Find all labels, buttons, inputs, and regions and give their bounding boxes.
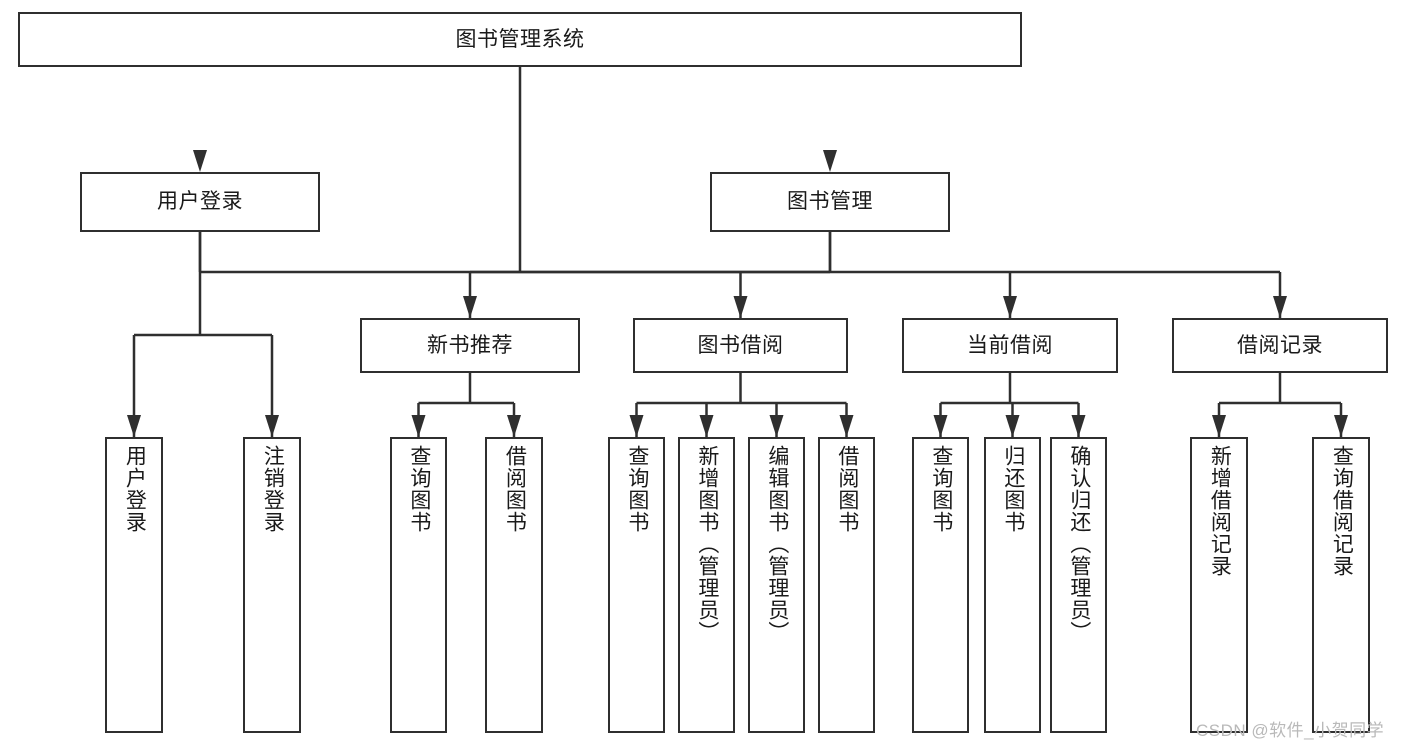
node-label: 归还图书 — [1001, 445, 1025, 533]
node-label: 用户登录 — [157, 190, 243, 214]
node-addbook[interactable]: 新增图书（管理员） — [678, 437, 735, 733]
node-borrow[interactable]: 图书借阅 — [633, 318, 848, 373]
node-b2[interactable]: 借阅图书 — [818, 437, 875, 733]
node-label: 图书借阅 — [697, 333, 784, 357]
node-root[interactable]: 图书管理系统 — [18, 12, 1022, 67]
node-label: 借阅图书 — [503, 445, 527, 533]
arrow-head-login — [193, 150, 207, 172]
node-label: 注销登录 — [261, 445, 285, 533]
node-label: 借阅记录 — [1237, 333, 1323, 357]
arrow-head-editbook — [769, 415, 784, 437]
node-label: 查询图书 — [407, 445, 431, 533]
node-editbook[interactable]: 编辑图书（管理员） — [748, 437, 805, 733]
node-q2[interactable]: 查询图书 — [608, 437, 665, 733]
node-current[interactable]: 当前借阅 — [902, 318, 1118, 373]
node-bookmgmt[interactable]: 图书管理 — [710, 172, 950, 232]
arrow-head-newbook — [463, 296, 477, 318]
node-label: 查询图书 — [929, 445, 953, 533]
node-confirm[interactable]: 确认归还（管理员） — [1050, 437, 1107, 733]
node-label: 新增图书（管理员） — [695, 445, 719, 643]
node-label: 当前借阅 — [967, 333, 1053, 357]
arrow-head-addbook — [699, 415, 714, 437]
node-label: 用户登录 — [123, 445, 147, 533]
arrow-head-b2 — [839, 415, 854, 437]
arrow-head-borrow — [733, 296, 748, 318]
node-b1[interactable]: 借阅图书 — [485, 437, 543, 733]
node-label: 图书管理 — [787, 190, 873, 214]
arrow-head-return — [1005, 415, 1020, 437]
node-label: 新增借阅记录 — [1208, 445, 1232, 577]
arrow-head-addrec — [1212, 415, 1226, 437]
node-label: 确认归还（管理员） — [1067, 445, 1091, 643]
arrow-head-q3 — [933, 415, 948, 437]
arrow-head-bookmgmt — [823, 150, 837, 172]
arrow-head-logout — [265, 415, 279, 437]
arrow-head-userlogin — [127, 415, 141, 437]
arrow-head-queryrec — [1334, 415, 1348, 437]
arrow-head-records — [1273, 296, 1287, 318]
arrow-head-current — [1003, 296, 1017, 318]
node-newbook[interactable]: 新书推荐 — [360, 318, 580, 373]
node-label: 查询图书 — [625, 445, 649, 533]
node-label: 图书管理系统 — [455, 27, 585, 51]
node-logout[interactable]: 注销登录 — [243, 437, 301, 733]
arrow-head-confirm — [1071, 415, 1086, 437]
node-addrec[interactable]: 新增借阅记录 — [1190, 437, 1248, 733]
node-label: 查询借阅记录 — [1330, 445, 1354, 577]
node-records[interactable]: 借阅记录 — [1172, 318, 1388, 373]
node-queryrec[interactable]: 查询借阅记录 — [1312, 437, 1370, 733]
node-q3[interactable]: 查询图书 — [912, 437, 969, 733]
node-q1[interactable]: 查询图书 — [390, 437, 447, 733]
node-userlogin[interactable]: 用户登录 — [105, 437, 163, 733]
arrow-head-q2 — [629, 415, 644, 437]
node-return[interactable]: 归还图书 — [984, 437, 1041, 733]
csdn-watermark: CSDN @软件_小贺同学 — [1196, 721, 1385, 740]
node-label: 借阅图书 — [835, 445, 859, 533]
node-label: 编辑图书（管理员） — [765, 445, 789, 643]
arrow-head-q1 — [411, 415, 426, 437]
node-login[interactable]: 用户登录 — [80, 172, 320, 232]
node-label: 新书推荐 — [427, 333, 513, 357]
arrow-head-b1 — [507, 415, 521, 437]
